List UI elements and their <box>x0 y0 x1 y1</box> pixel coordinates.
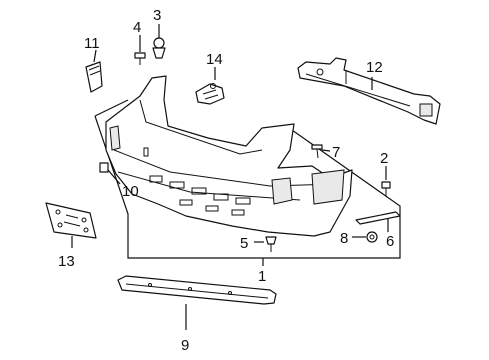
part-2-bolt <box>381 166 391 196</box>
callout-9: 9 <box>181 337 189 354</box>
assembly-outline <box>94 99 401 259</box>
callout-4: 4 <box>133 19 141 36</box>
part-9-reinforcement <box>117 275 277 330</box>
callout-7: 7 <box>332 144 340 161</box>
callout-3: 3 <box>153 7 161 24</box>
part-11-trim <box>85 49 103 93</box>
callout-10: 10 <box>122 183 139 200</box>
part-5-screw <box>254 236 277 252</box>
callout-13: 13 <box>58 253 75 270</box>
part-7-screw <box>311 144 331 159</box>
callout-6: 6 <box>386 233 394 250</box>
callout-2: 2 <box>380 150 388 167</box>
callout-14: 14 <box>206 51 223 68</box>
callout-12: 12 <box>366 59 383 76</box>
part-6-strip <box>355 211 401 232</box>
part-4-bolt <box>134 35 146 65</box>
part-3-clip <box>152 24 166 59</box>
part-1-bumper-fascia <box>105 75 353 237</box>
part-12-impact-bar <box>297 57 441 125</box>
callout-1: 1 <box>258 268 266 285</box>
callout-8: 8 <box>340 230 348 247</box>
callout-11: 11 <box>84 35 100 52</box>
part-10-clip <box>99 162 121 185</box>
callout-5: 5 <box>240 235 248 252</box>
part-13-license-bracket <box>45 202 97 248</box>
part-8-nut <box>352 231 378 243</box>
part-14-bracket <box>195 67 225 105</box>
